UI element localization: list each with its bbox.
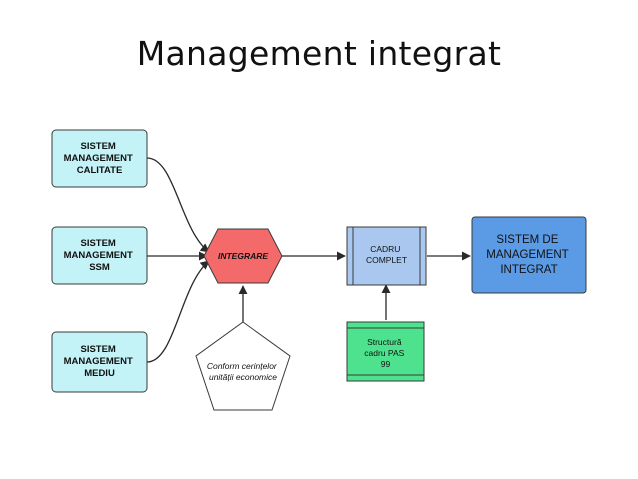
svg-text:Conform cerințelor unită: Conform cerințelor unității economice (207, 361, 279, 382)
structura-line-1: Structură (367, 337, 402, 347)
svg-text:SISTEM MANAGEMENT: SISTEM MANAGEMENT MEDIU (64, 344, 136, 379)
integrare-label: INTEGRARE (218, 251, 268, 261)
structura-line-3: 99 (381, 359, 391, 369)
slide-title: Management integrat (136, 34, 502, 73)
node-structura: Structură cadru PAS 99 (346, 321, 425, 382)
integrat-line-2: MANAGEMENT (486, 249, 568, 261)
cadru-line-2: COMPLET (366, 255, 407, 265)
svg-text:SISTEM MANAGEMENT: SISTEM MANAGEMENT CALITATE (64, 141, 136, 176)
ssm-line-3: SSM (89, 262, 110, 273)
svg-text:SISTEM MANAGEMENT: SISTEM MANAGEMENT SSM (64, 238, 136, 273)
node-integrare: INTEGRARE (203, 228, 283, 284)
node-sistem-calitate: SISTEM MANAGEMENT CALITATE (51, 129, 148, 188)
node-sistem-mediu: SISTEM MANAGEMENT MEDIU (51, 331, 148, 393)
mediu-line-1: SISTEM (80, 344, 115, 355)
node-conform: Conform cerințelor unității economice (195, 321, 291, 411)
calitate-line-3: CALITATE (77, 165, 123, 176)
structura-line-2: cadru PAS (364, 348, 404, 358)
svg-text:SISTEM DE MANAGEMENT: SISTEM DE MANAGEMENT INTEGRAT (486, 234, 571, 276)
mediu-line-3: MEDIU (84, 368, 115, 379)
node-sistem-ssm: SISTEM MANAGEMENT SSM (51, 226, 148, 285)
integrat-line-1: SISTEM DE (496, 234, 558, 246)
node-sistem-integrat: SISTEM DE MANAGEMENT INTEGRAT (471, 216, 587, 294)
ssm-line-2: MANAGEMENT (64, 250, 133, 261)
cadru-line-1: CADRU (370, 244, 400, 254)
svg-text:CADRU COMPLET: CADRU COMPLET (366, 244, 407, 265)
edge-calitate-to-integrare (146, 157, 210, 253)
connectors (146, 157, 471, 363)
edge-mediu-to-integrare (146, 260, 210, 363)
ssm-line-1: SISTEM (80, 238, 115, 249)
conform-line-2: unității economice (209, 372, 277, 382)
svg-text:Structură cadru PAS: Structură cadru PAS 99 (364, 337, 406, 369)
calitate-line-1: SISTEM (80, 141, 115, 152)
mediu-line-2: MANAGEMENT (64, 356, 133, 367)
integrat-line-3: INTEGRAT (500, 264, 557, 276)
conform-line-1: Conform cerințelor (207, 361, 278, 371)
node-cadru-complet: CADRU COMPLET (346, 226, 427, 286)
calitate-line-2: MANAGEMENT (64, 153, 133, 164)
